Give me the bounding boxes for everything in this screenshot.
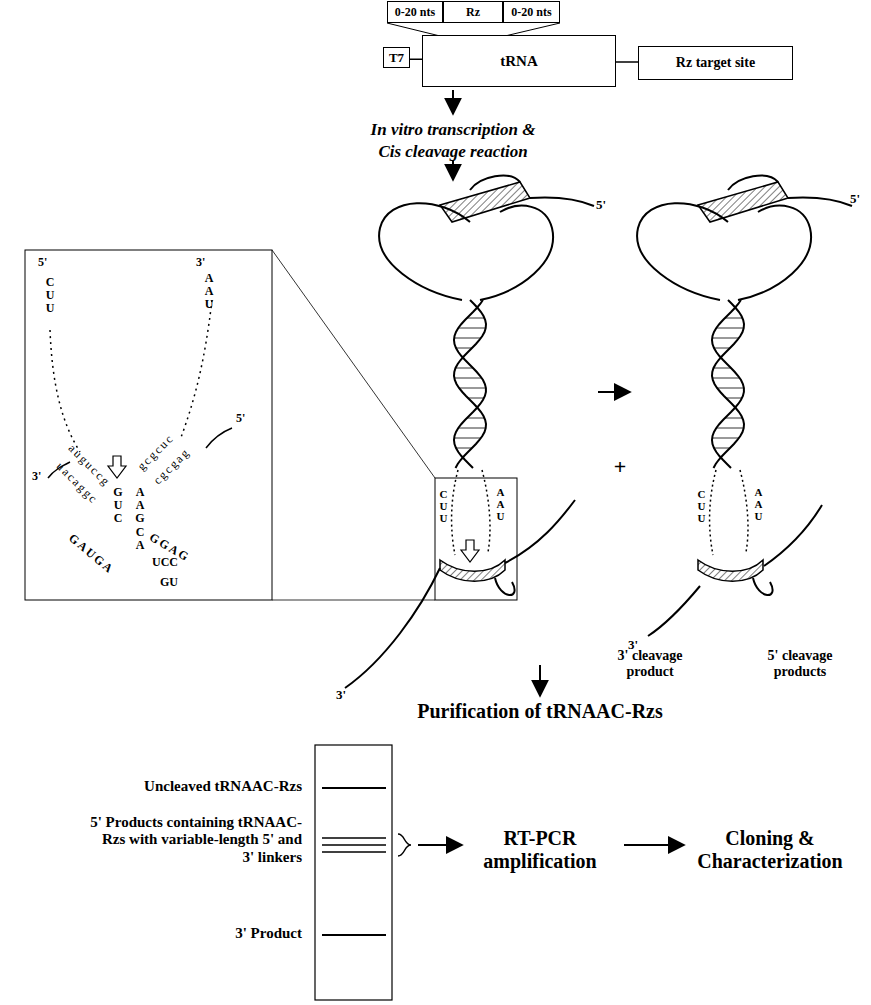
step-label: 3' Product	[235, 925, 302, 942]
figure-stroke	[637, 176, 852, 595]
figure-stroke	[206, 428, 232, 448]
sequence-label: 3'	[196, 256, 205, 270]
construct-box: T7	[383, 47, 410, 68]
step-label: RT-PCR amplification	[465, 827, 615, 873]
construct-box: Rz target site	[638, 46, 793, 80]
figure-stroke	[648, 586, 700, 636]
figure-stroke	[272, 600, 435, 601]
figure-stroke	[452, 160, 454, 180]
sequence-label: 3'	[32, 470, 41, 484]
figure-stroke	[539, 665, 541, 696]
step-caption: Cis cleavage reaction	[378, 142, 527, 162]
sequence-label: GU	[160, 576, 178, 590]
figure-stroke	[345, 568, 440, 688]
figure-stroke	[379, 176, 594, 595]
construct-box: 0-20 nts	[503, 1, 560, 23]
figure-stroke	[322, 851, 386, 853]
sequence-label: +	[614, 454, 627, 479]
sequence-label: CUU	[44, 276, 56, 316]
figure-stroke	[25, 250, 272, 600]
step-label: Uncleaved tRNAAC-Rzs	[144, 778, 302, 795]
figure-stroke	[398, 834, 411, 856]
connector-line	[410, 59, 422, 61]
sequence-label: GUC	[112, 486, 124, 526]
sequence-label: 5'	[38, 256, 47, 270]
connector-line	[616, 61, 638, 63]
figure-stroke	[50, 330, 80, 452]
figure-stroke	[180, 300, 212, 440]
figure-stroke	[322, 934, 386, 936]
sequence-label: 5' cleavage products	[743, 648, 858, 680]
sequence-label: UCC	[152, 556, 178, 570]
sequence-label: AAU	[203, 272, 215, 312]
step-label: 5' Products containing tRNAAC-Rzs with v…	[87, 814, 302, 866]
construct-box: tRNA	[422, 35, 616, 87]
box-label: Rz	[466, 5, 480, 20]
sequence-label: AAGCA	[134, 486, 146, 552]
construct-box: Rz	[443, 1, 503, 23]
sequence-label: 3'	[336, 688, 346, 703]
step-label: Cloning & Characterization	[688, 827, 853, 873]
sequence-label: CUU	[696, 488, 707, 524]
figure-stroke	[315, 745, 392, 1000]
sequence-label: 5'	[596, 198, 606, 213]
figure-stroke	[764, 505, 822, 566]
construct-box: 0-20 nts	[387, 1, 443, 23]
sequence-label: CUU	[438, 488, 449, 524]
figure-stroke	[322, 844, 386, 846]
figure-stroke	[108, 456, 126, 478]
box-label: tRNA	[500, 53, 538, 70]
sequence-label: AAU	[495, 486, 506, 522]
figure-stroke	[322, 787, 386, 789]
box-label: 0-20 nts	[511, 5, 551, 20]
box-label: Rz target site	[676, 55, 755, 71]
step-label: Purification of tRNAAC-Rzs	[417, 700, 663, 723]
figure-stroke	[598, 391, 630, 393]
figure-stroke	[452, 90, 454, 114]
sequence-label: 3' cleavage product	[600, 648, 700, 680]
box-label: 0-20 nts	[395, 5, 435, 20]
sequence-label: 5'	[850, 192, 860, 207]
figure-stroke	[624, 844, 684, 846]
sequence-label: AAU	[753, 486, 764, 522]
figure-stroke	[322, 837, 386, 839]
step-caption: In vitro transcription &	[371, 120, 536, 140]
box-label: T7	[389, 50, 404, 66]
sequence-label: GAUGA	[66, 532, 117, 578]
figure-stroke	[505, 500, 575, 563]
figure-stroke	[418, 844, 462, 846]
sequence-label: 5'	[236, 412, 245, 426]
figure-stroke	[435, 478, 517, 600]
figure-stroke	[461, 540, 479, 562]
figure-stroke	[272, 250, 435, 478]
